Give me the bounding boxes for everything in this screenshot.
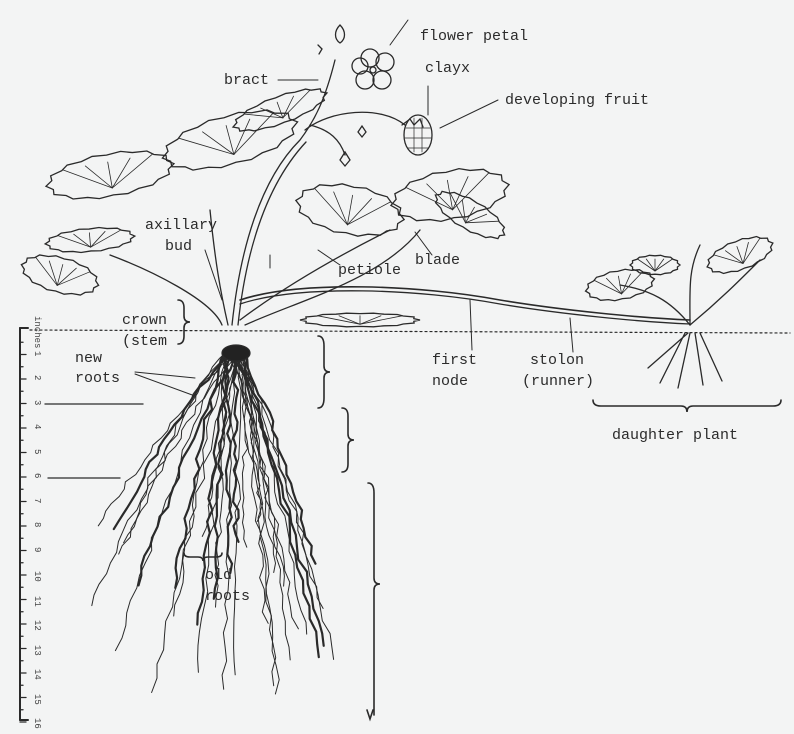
root (233, 348, 320, 659)
ruler-tick-label: 2 (32, 375, 42, 381)
root (173, 349, 230, 617)
flower (317, 24, 395, 90)
label-axillary: axillary (145, 217, 218, 234)
root (227, 348, 325, 647)
root (239, 349, 291, 661)
root (97, 349, 244, 527)
root (241, 349, 249, 548)
ruler-tick-label: 10 (32, 571, 42, 582)
root (201, 349, 244, 537)
label-developing-fruit: developing fruit (505, 92, 650, 109)
root (238, 348, 317, 565)
root (236, 349, 269, 624)
label-new-roots: roots (75, 370, 121, 387)
label-bud: bud (165, 238, 193, 255)
ruler-tick-label: 15 (32, 693, 42, 705)
leaf (43, 226, 137, 254)
label-bract: bract (224, 72, 270, 89)
root (233, 349, 242, 676)
root (112, 348, 237, 531)
ruler-tick-label: 8 (32, 522, 42, 528)
leaf (161, 109, 299, 171)
label-crown: crown (122, 312, 168, 329)
ruler-tick-label: 6 (32, 473, 42, 479)
label-old-roots: roots (205, 588, 251, 605)
root (118, 349, 229, 555)
ruler-tick-label: 1 (32, 350, 42, 356)
label-old: old (205, 567, 233, 584)
label-stolon: stolon (530, 352, 585, 369)
leaf (628, 254, 682, 276)
crown (221, 344, 251, 362)
root (241, 349, 277, 573)
leaf (20, 254, 100, 296)
ruler-tick-label: 3 (32, 399, 42, 405)
label-flower-petal: flower petal (420, 28, 529, 45)
label-first: first (432, 352, 478, 369)
soil-line (29, 329, 791, 334)
root (234, 349, 335, 660)
root (91, 349, 233, 607)
label-runner: (runner) (522, 373, 595, 390)
ruler-tick-label: 16 (32, 718, 42, 729)
root (231, 348, 240, 543)
ruler-unit-label: inches (32, 316, 42, 349)
depth-ruler (19, 327, 144, 723)
pointer-lines (134, 19, 574, 397)
root (239, 349, 280, 695)
developing-fruit (401, 114, 433, 156)
ruler-tick-label: 5 (32, 448, 42, 454)
roots (91, 348, 335, 695)
leaf (389, 167, 511, 223)
label-petiole: petiole (338, 262, 402, 279)
label-calyx: clayx (425, 60, 471, 77)
ruler-tick-label: 7 (32, 497, 42, 503)
label-blade: blade (415, 252, 461, 269)
leaf (231, 88, 329, 132)
root (197, 349, 237, 673)
leaf (44, 150, 176, 200)
daughter-plant (619, 244, 761, 389)
root (214, 349, 227, 608)
label-node: node (432, 373, 469, 390)
leaf (294, 183, 406, 237)
ruler-tick-label: 9 (32, 546, 42, 552)
root (221, 349, 236, 690)
ruler-tick-label: 11 (32, 595, 42, 607)
leaves (20, 88, 774, 328)
leaf (299, 312, 421, 328)
ruler-tick-label: 4 (32, 424, 42, 430)
root (238, 349, 308, 635)
label-new: new (75, 350, 103, 367)
ruler-tick-label: 13 (32, 644, 42, 656)
leaf (434, 190, 506, 240)
ruler-tick-label: 14 (32, 669, 42, 680)
braces (177, 299, 782, 722)
stolon (239, 286, 691, 321)
root (123, 349, 243, 544)
stems (109, 59, 421, 326)
ruler-tick-label: 12 (32, 620, 42, 631)
root (236, 349, 324, 609)
root (228, 349, 285, 587)
root (241, 349, 277, 687)
root (151, 349, 246, 693)
label-daughter-plant: daughter plant (612, 427, 739, 444)
label-stem: (stem (122, 333, 168, 350)
